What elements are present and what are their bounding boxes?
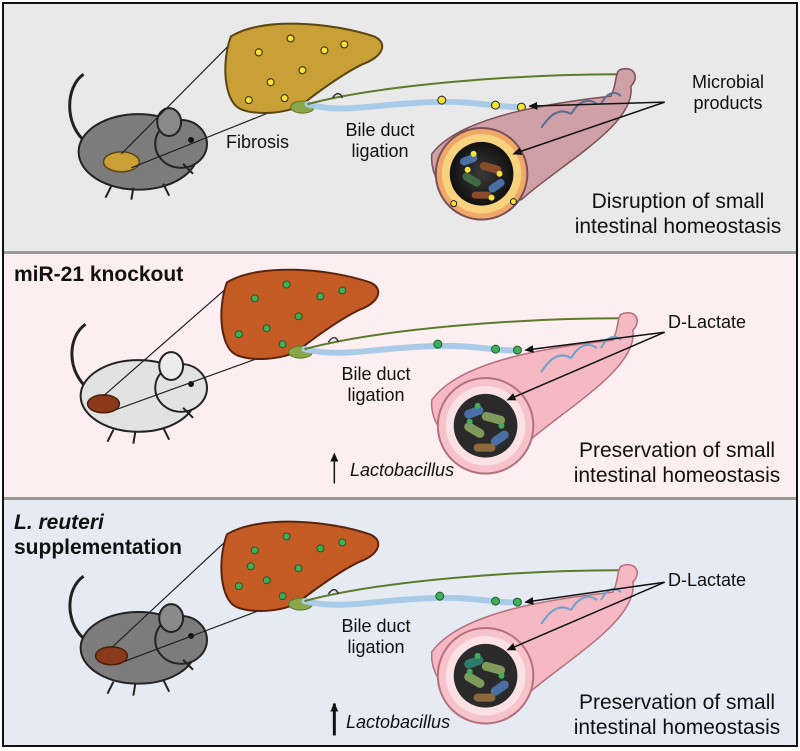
panel-title-line2: supplementation <box>14 536 183 559</box>
mouse-liver-icon <box>94 646 129 666</box>
mouse-icon <box>70 323 208 444</box>
panel-l-reuteri-illustration <box>68 520 665 736</box>
lactobacillus-label: Lactobacillus <box>346 712 451 732</box>
panel-title: miR-21 knockout <box>14 263 184 286</box>
liver-lactate-dots <box>234 532 347 601</box>
mouse-icon <box>68 73 208 200</box>
d-lactate-label: D-Lactate <box>668 570 747 590</box>
intestine-cross-section <box>434 127 529 221</box>
lactobacillus-label: Lactobacillus <box>350 460 455 480</box>
mouse-icon <box>68 574 208 696</box>
mouse-liver-icon <box>86 394 121 414</box>
liver-lactate-dots <box>234 280 347 349</box>
liver-label: Fibrosis <box>226 132 290 152</box>
intestine-cross-section <box>436 626 535 725</box>
d-lactate-label: D-Lactate <box>668 312 747 332</box>
panel-fibrosis-illustration <box>68 22 665 221</box>
panel-title-line1: L. reuteri <box>14 511 104 534</box>
intestine-cross-section <box>436 376 535 475</box>
liver-microbial-dots <box>244 34 349 105</box>
mouse-liver-icon <box>102 151 141 173</box>
panel-mir21-illustration <box>70 268 665 484</box>
